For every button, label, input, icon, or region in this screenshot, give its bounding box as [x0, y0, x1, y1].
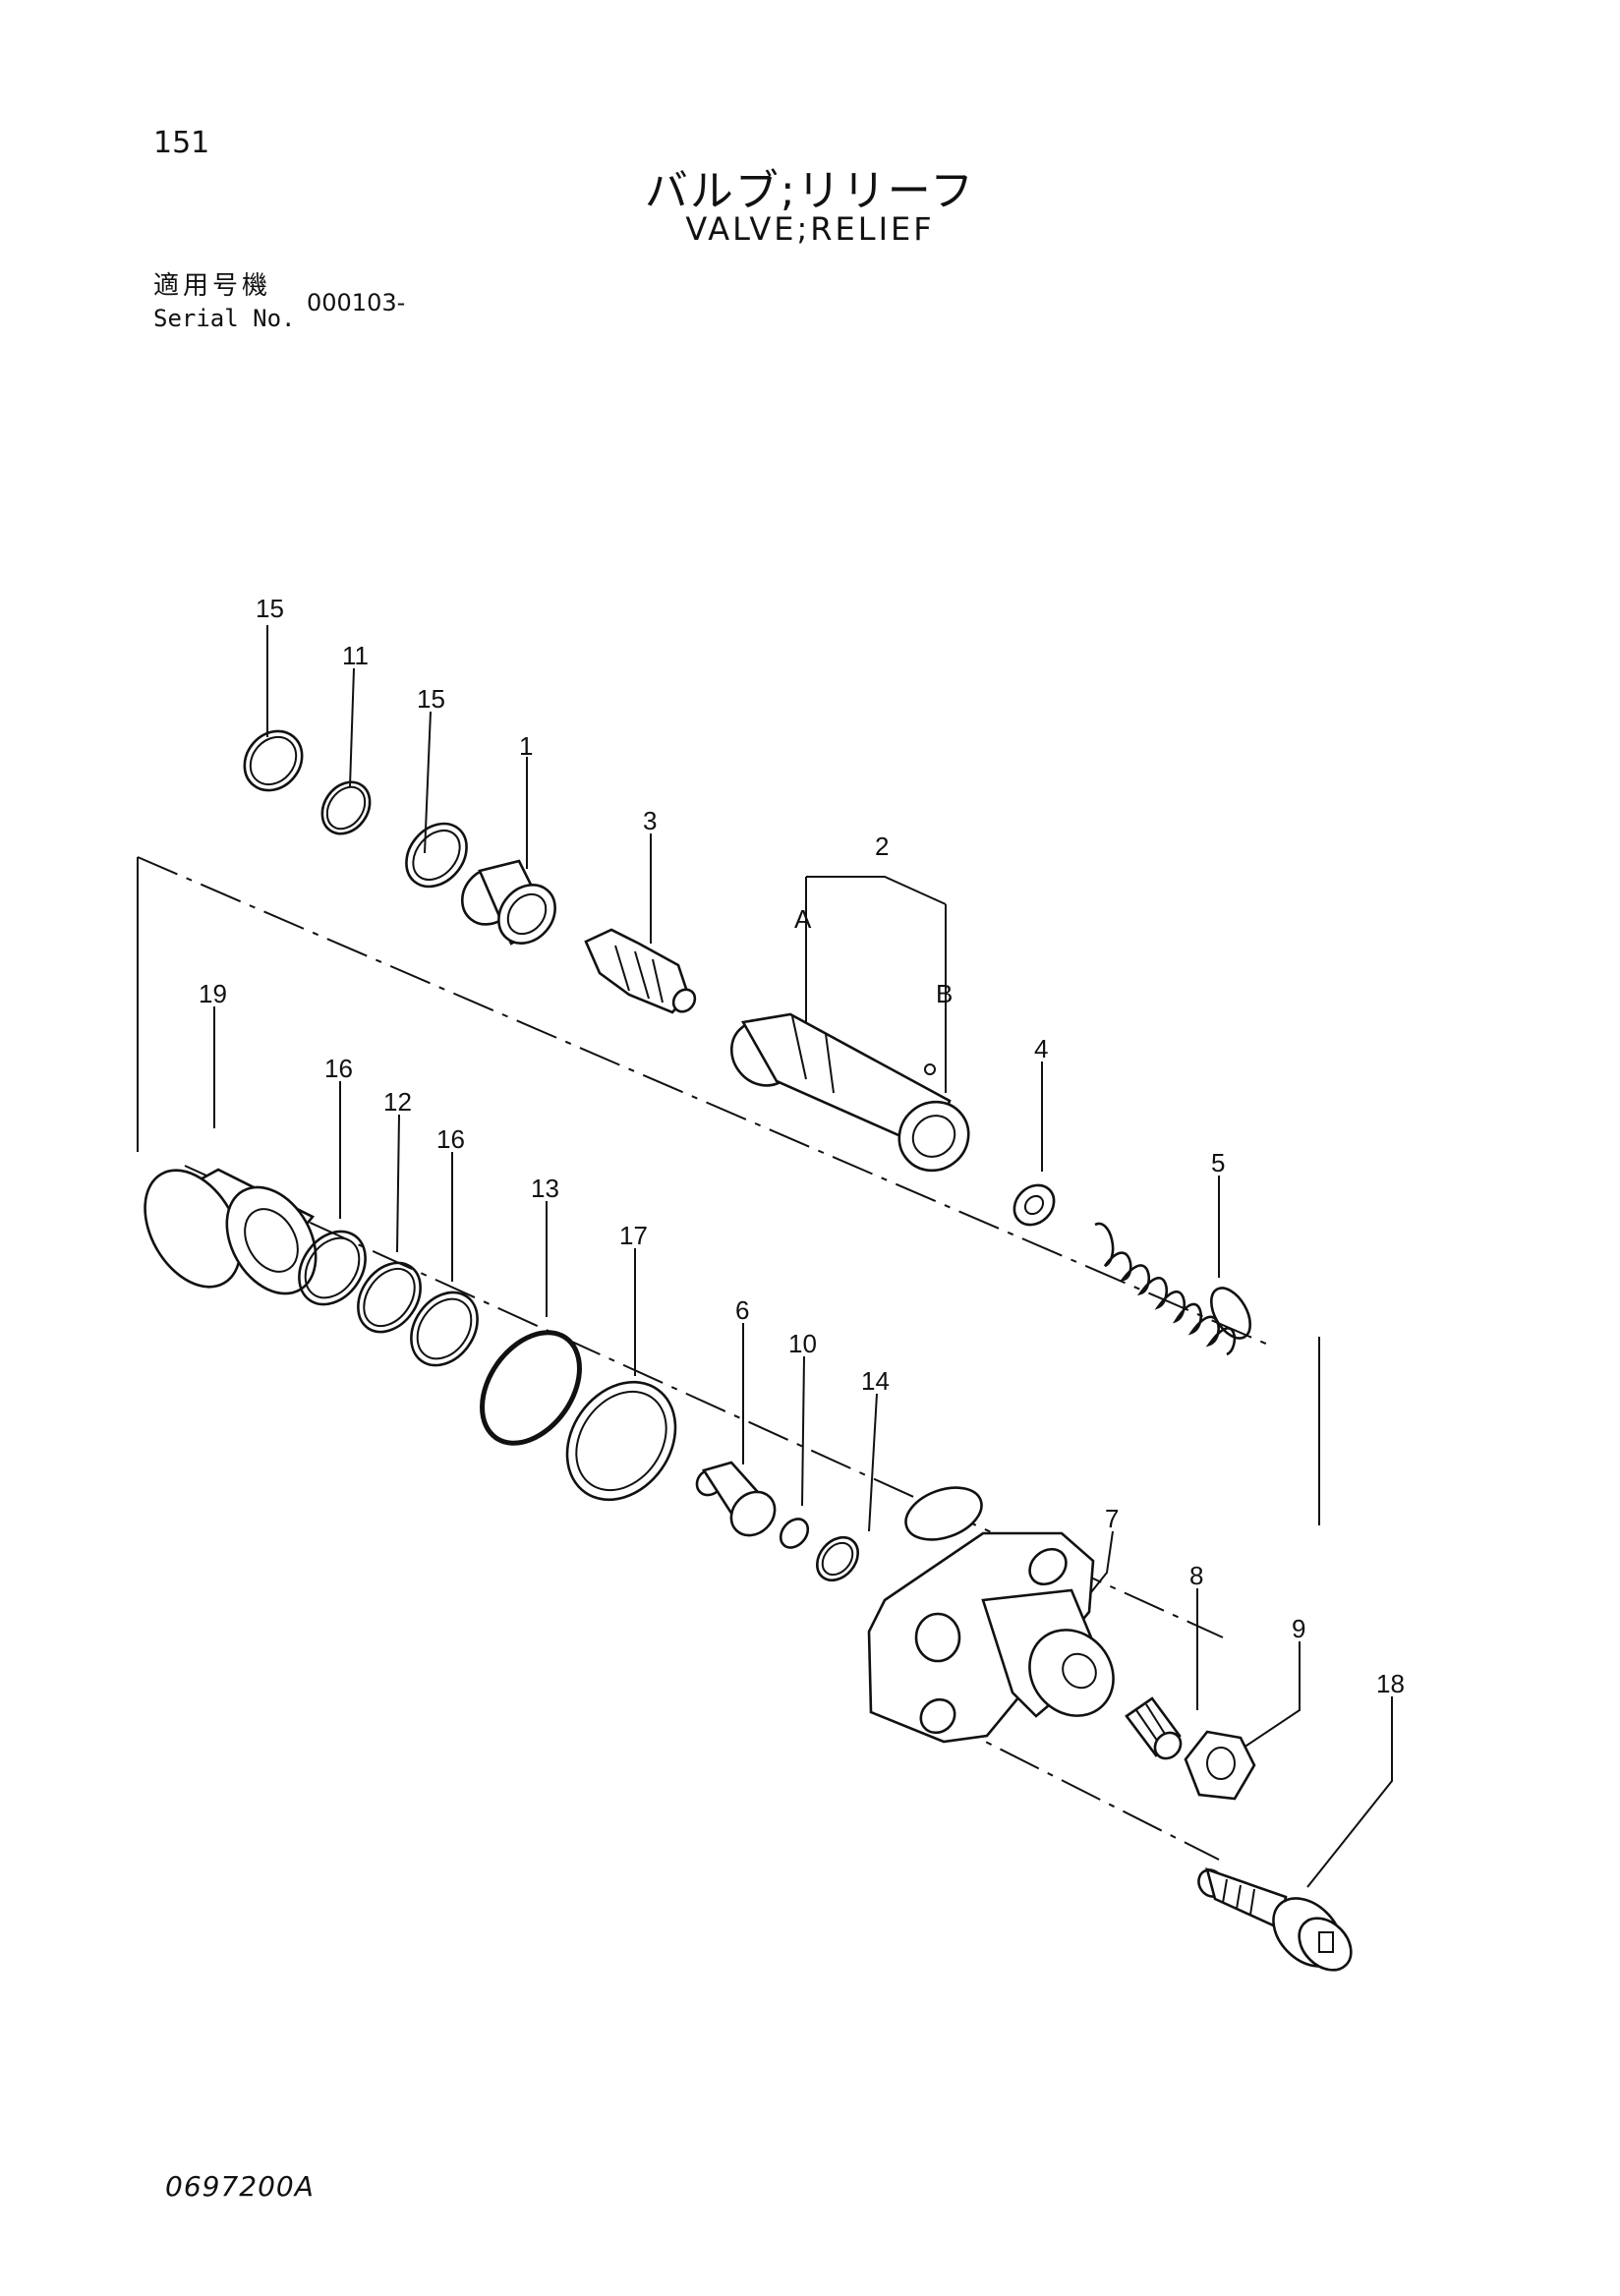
- part-6-piston: [695, 1461, 777, 1537]
- part-11-ring: [320, 780, 372, 835]
- part-14-ring: [816, 1535, 859, 1582]
- callout-16-left: 16: [324, 1054, 353, 1083]
- callout-b: B: [936, 979, 953, 1008]
- callout-4: 4: [1034, 1034, 1048, 1063]
- title-japanese: バルブ;リリーフ: [644, 166, 976, 216]
- part-15-ring-lower: [405, 822, 468, 889]
- drawing-number: 0697200A: [165, 2170, 315, 2203]
- part-7-cap: [867, 1486, 1115, 1744]
- callout-6: 6: [735, 1295, 749, 1325]
- callout-3: 3: [643, 806, 657, 835]
- callout-labels: 15 11 15 1 3 2 A B 4 5 19 16 12 16 13 17…: [199, 594, 1405, 1698]
- callout-14: 14: [861, 1366, 890, 1396]
- part-13-o-ring: [480, 1330, 582, 1446]
- callout-2: 2: [875, 832, 889, 861]
- callout-1: 1: [519, 731, 533, 761]
- page-number: 151: [153, 126, 210, 160]
- callout-15-lower: 15: [417, 684, 445, 714]
- callout-5: 5: [1211, 1148, 1225, 1177]
- part-10-ring: [779, 1518, 810, 1549]
- part-5-spring: [1094, 1222, 1251, 1356]
- serial-number-value: 000103-: [307, 289, 406, 316]
- part-19-housing: [144, 1168, 318, 1295]
- callout-a: A: [794, 904, 812, 934]
- part-16-ring-right: [410, 1291, 479, 1367]
- part-18-socket-bolt: [1197, 1866, 1353, 1972]
- part-12-ring: [357, 1261, 422, 1334]
- part-4-washer: [1012, 1183, 1056, 1227]
- leader-lines: [213, 625, 1393, 1888]
- callout-8: 8: [1189, 1561, 1203, 1590]
- serial-label-japanese: 適用号機: [153, 271, 272, 301]
- part-17-backup-ring: [565, 1380, 677, 1502]
- callout-18: 18: [1376, 1669, 1405, 1698]
- callout-19: 19: [199, 979, 227, 1008]
- callout-17: 17: [619, 1221, 648, 1250]
- callout-16-right: 16: [436, 1124, 465, 1154]
- part-9-nut: [1184, 1730, 1256, 1801]
- part-3-poppet: [584, 928, 697, 1014]
- callout-11: 11: [342, 641, 369, 670]
- serial-label-english: Serial No.: [153, 305, 296, 332]
- callout-13: 13: [531, 1174, 559, 1203]
- part-16-ring-left: [298, 1230, 367, 1306]
- callout-9: 9: [1292, 1614, 1305, 1643]
- callout-7: 7: [1105, 1504, 1119, 1533]
- callout-12: 12: [383, 1087, 412, 1117]
- title-english: VALVE;RELIEF: [685, 210, 935, 248]
- part-2-sleeve: [729, 1012, 970, 1173]
- callout-15-upper: 15: [256, 594, 284, 623]
- part-1-plug: [460, 859, 556, 946]
- part-15-ring-upper: [243, 729, 304, 792]
- callout-10: 10: [788, 1329, 817, 1358]
- part-8-set-screw: [1125, 1696, 1183, 1760]
